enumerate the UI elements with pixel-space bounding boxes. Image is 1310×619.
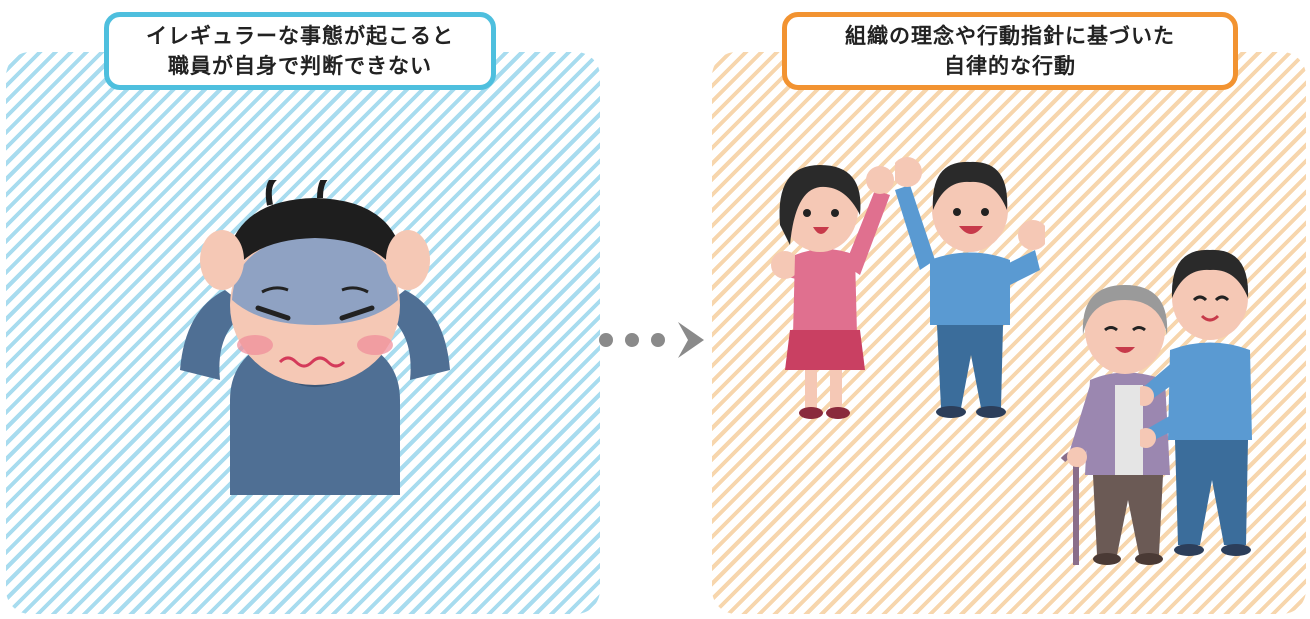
dotted-arrow-icon [599,322,704,358]
left-label-line2: 職員が自身で判断できない [168,54,432,78]
left-label-line1: イレギュラーな事態が起こると [146,24,454,48]
cheering-man-icon [895,157,1045,418]
left-panel-label: イレギュラーな事態が起こると 職員が自身で判断できない [104,12,496,90]
right-label-line1: 組織の理念や行動指針に基づいた [845,24,1175,48]
caregiver-icon [1140,249,1252,556]
cheering-woman-icon [771,165,894,419]
troubled-person-icon [180,180,450,495]
right-label-line2: 自律的な行動 [944,54,1076,78]
right-panel-label: 組織の理念や行動指針に基づいた 自律的な行動 [782,12,1238,90]
